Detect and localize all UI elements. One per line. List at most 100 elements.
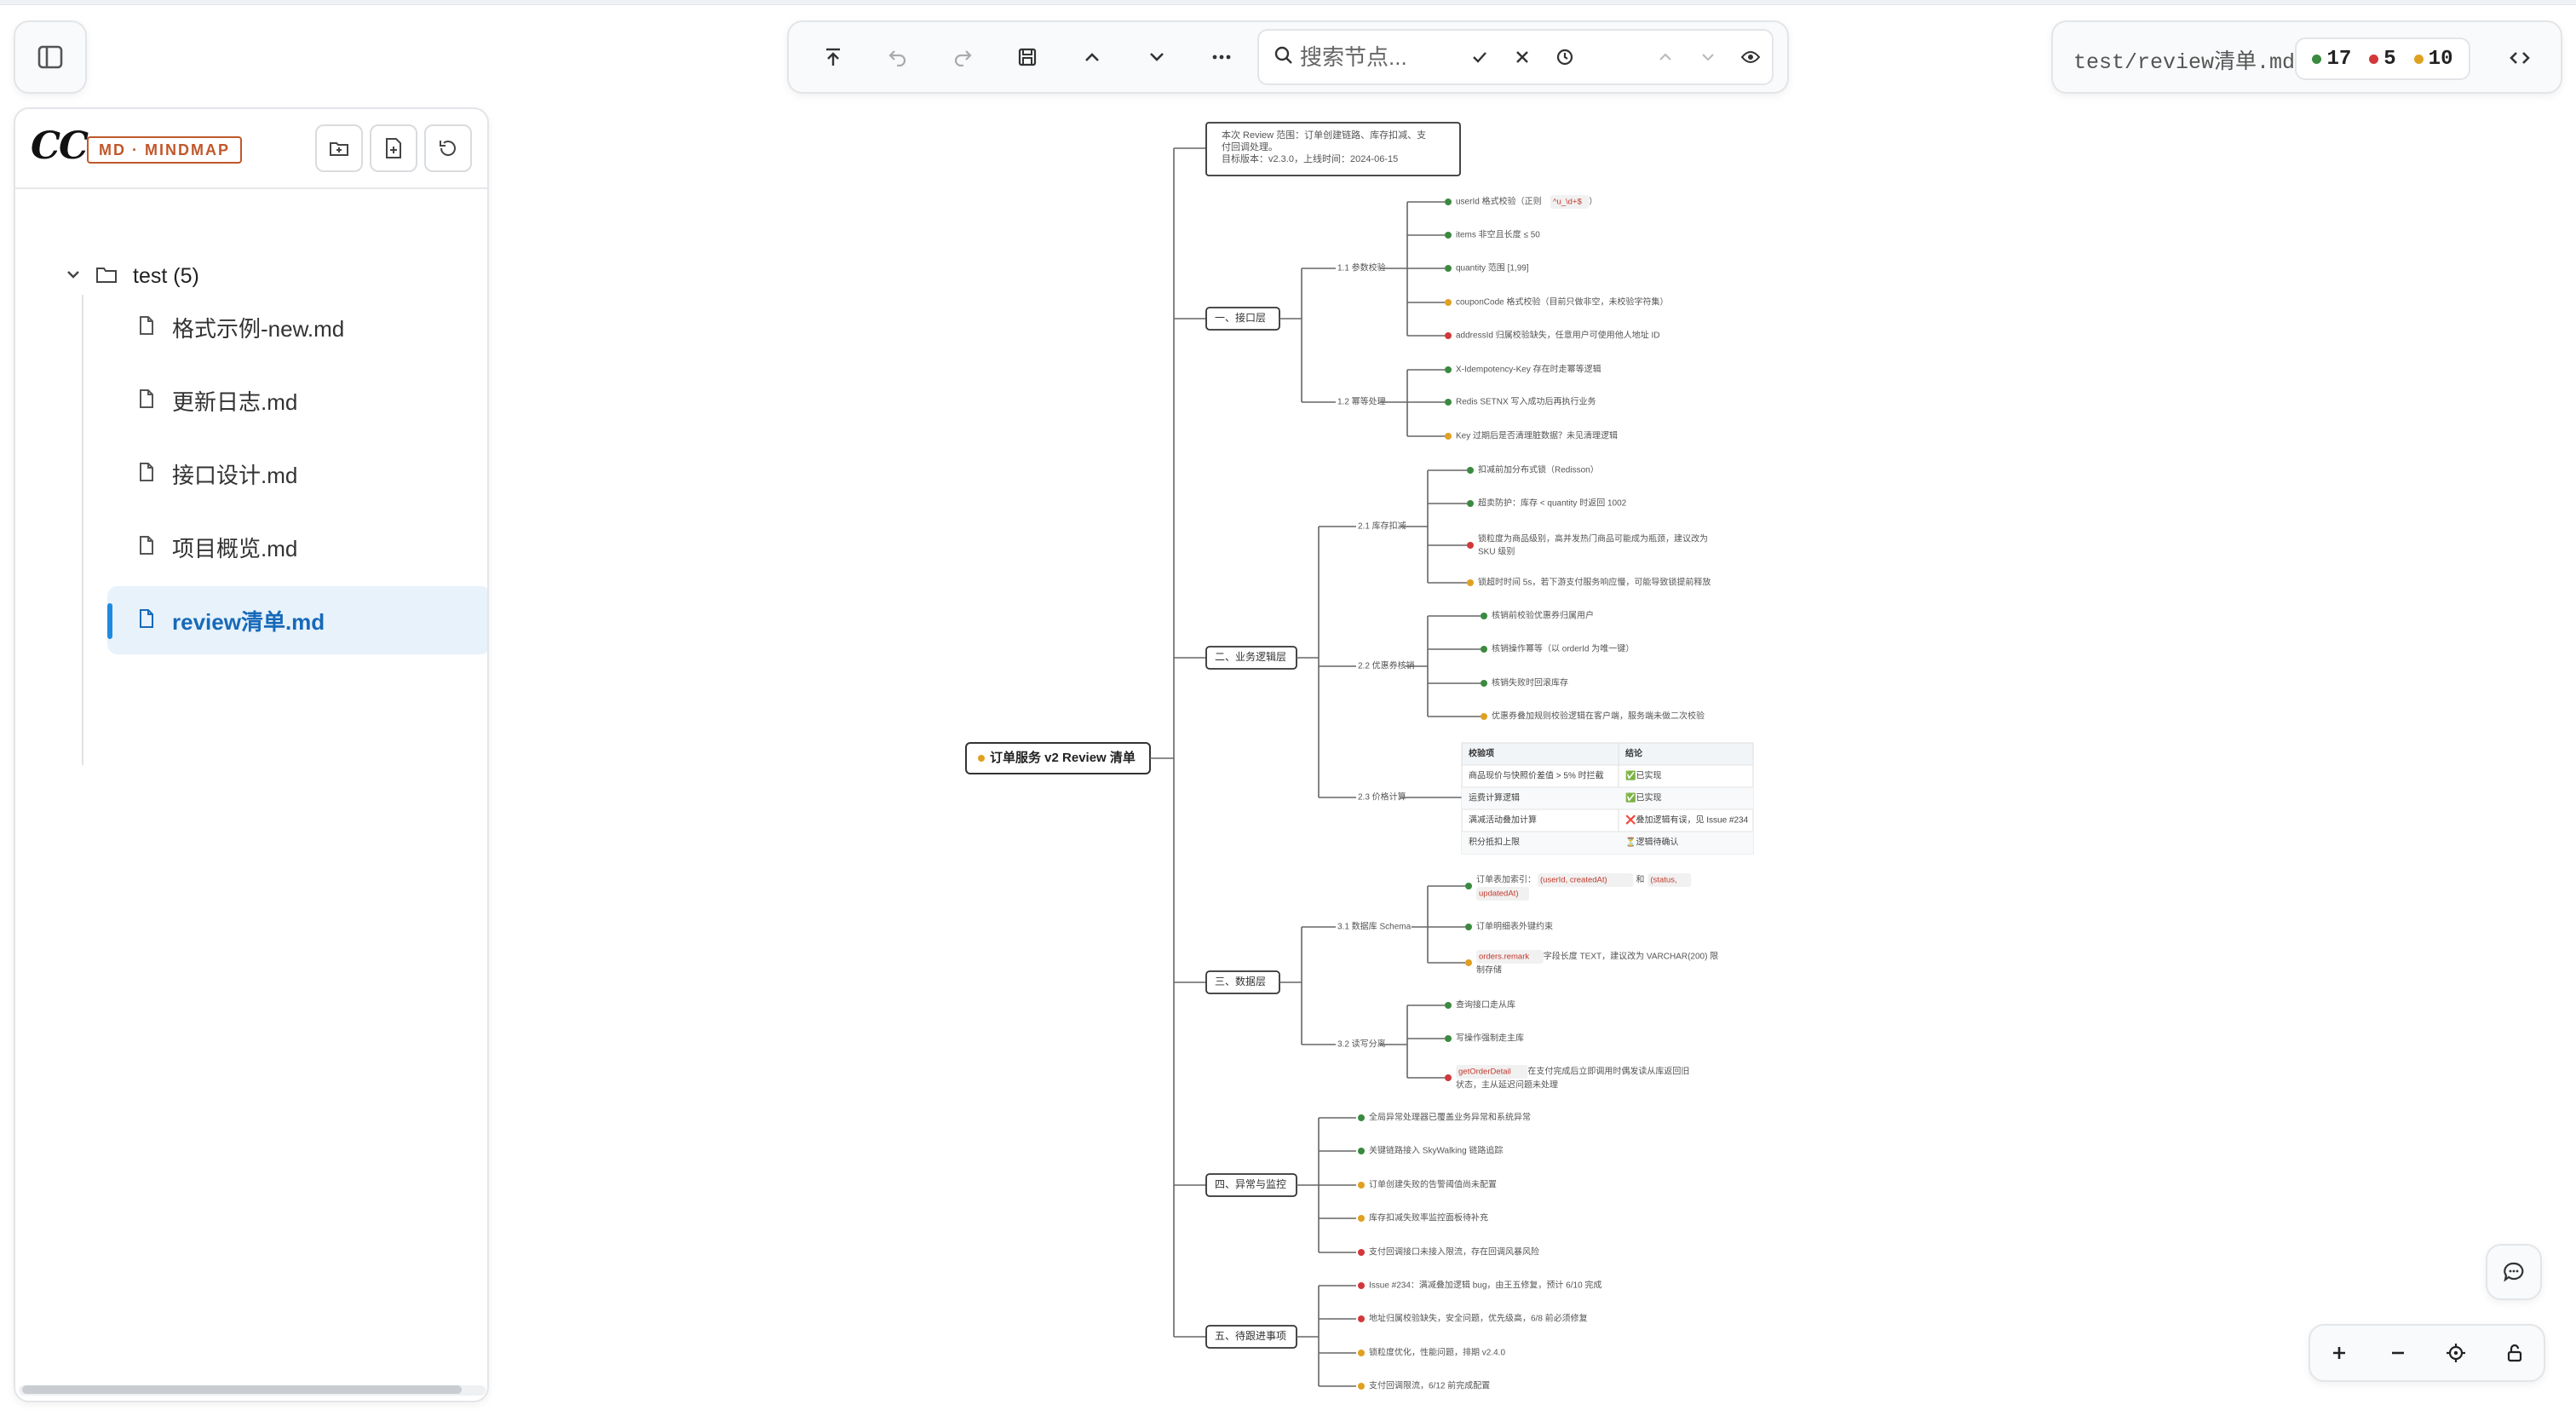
item-label: 支付回调接口未接入限流，存在回调风暴风险 [1369,1246,1539,1258]
status-dot-icon [1481,713,1487,720]
status-dot-icon [1358,1249,1365,1256]
item-label: 全局异常处理器已覆盖业务异常和系统异常 [1369,1112,1531,1123]
search-input[interactable] [1300,43,1436,71]
file-item[interactable]: 接口设计.md [107,440,487,508]
item-label: 支付回调限流，6/12 前完成配置 [1369,1380,1490,1391]
redo-button[interactable] [930,29,995,85]
table-cell: 满减活动叠加计算 [1469,814,1537,826]
status-dot-icon [1445,399,1452,406]
table-cell: 商品现价与快照价差值 > 5% 时拦截 [1469,770,1604,781]
zoom-in-button[interactable] [2314,1327,2365,1379]
file-icon [138,535,155,560]
status-dot-icon [1358,1148,1365,1154]
source-view-button[interactable] [2494,32,2545,83]
code-icon [2510,50,2530,66]
section-node [1205,307,1280,331]
file-name: 项目概览.md [172,535,298,561]
undo-button[interactable] [865,29,930,85]
app-logo: CC [31,124,89,168]
status-dot-icon [1445,1002,1452,1009]
table-cell: ✅已实现 [1625,770,1661,781]
folder-row-test[interactable]: test (5) [66,256,199,296]
zoom-out-button[interactable] [2372,1327,2424,1379]
next-match-button[interactable] [1687,32,1729,83]
group-label: 2.3 价格计算 [1358,791,1406,803]
save-button[interactable] [995,29,1060,85]
status-dot-icon [1445,299,1452,306]
red-dot-icon [2369,54,2379,64]
table-header: 结论 [1625,748,1643,759]
group-label: 3.2 读写分离 [1337,1039,1386,1050]
item-label: 核销操作幂等（以 orderId 为唯一键） [1492,643,1634,654]
search-history-button[interactable] [1544,32,1586,83]
item-label: 扣减前加分布式锁（Redisson） [1478,464,1599,475]
inline-code-bg [1538,873,1634,887]
chevron-down-icon [1149,52,1164,62]
inline-code: (status, [1650,876,1676,885]
lock-button[interactable] [2489,1327,2540,1379]
file-item[interactable]: 项目概览.md [107,513,487,581]
inline-code: ^u_\d+$ [1553,198,1582,207]
status-dot-icon [1358,1114,1365,1121]
item-label: 核销前校验优惠券归属用户 [1492,610,1594,621]
file-name: 更新日志.md [172,389,298,415]
file-icon [138,462,155,486]
new-folder-button[interactable] [315,124,363,172]
previous-match-button[interactable] [1644,32,1687,83]
status-dot-icon [1481,613,1487,619]
item-label: 优惠券叠加规则校验逻辑在客户端，服务端未做二次校验 [1492,711,1705,722]
status-dot-icon [1465,883,1472,889]
item-label: 库存扣减失败率监控面板待补充 [1369,1212,1488,1223]
section-label: 三、数据层 [1215,975,1266,987]
refresh-button[interactable] [424,124,472,172]
search-clear-button[interactable] [1501,32,1544,83]
highlight-toggle-button[interactable] [1729,32,1772,83]
item-label: quantity 范围 [1,99] [1456,262,1529,273]
table-cell: 运费计算逻辑 [1469,792,1520,803]
search-confirm-button[interactable] [1458,32,1501,83]
status-dot-icon [978,755,985,762]
refresh-icon [438,138,458,158]
file-item[interactable]: 格式示例-new.md [107,293,487,361]
item-label: items 非空且长度 ≤ 50 [1456,229,1540,240]
group-label: 2.2 优惠券核销 [1358,660,1415,671]
sidebar-toggle-button[interactable] [14,20,87,94]
document-status-bar: test/review清单.md 17 5 10 [2051,20,2562,94]
section-label: 五、待跟进事项 [1215,1330,1286,1342]
status-dot-icon [1445,199,1452,205]
chat-button[interactable] [2486,1244,2542,1300]
new-file-button[interactable] [370,124,417,172]
item-label: SKU 级别 [1478,547,1515,557]
fit-view-button[interactable] [2430,1327,2481,1379]
status-dot-icon [1467,579,1474,586]
table-row-bg [1462,787,1753,809]
inline-code: orders.remark [1479,953,1529,962]
section-label: 二、业务逻辑层 [1215,650,1286,663]
file-item-active[interactable]: review清单.md [107,586,487,654]
scroll-top-button[interactable] [801,29,865,85]
review-table [1461,742,1754,855]
yellow-dot-icon [2413,54,2424,64]
item-label: 状态，主从延迟问题未处理 [1456,1079,1558,1091]
scrollbar-thumb[interactable] [22,1385,462,1394]
status-dot-icon [1445,1074,1452,1081]
collapse-button[interactable] [1060,29,1124,85]
status-dot-icon [1467,500,1474,507]
editor-toolbar [787,20,1789,94]
more-button[interactable] [1189,29,1254,85]
item-label: Key 过期后是否清理脏数据？未见清理逻辑 [1456,430,1618,441]
item-label: 查询接口走从库 [1456,999,1515,1010]
expand-button[interactable] [1124,29,1189,85]
item-label: 关键链路接入 SkyWalking 链路追踪 [1369,1145,1503,1156]
status-dot-icon [1445,332,1452,339]
item-label: addressId 归属校验缺失，任意用户可使用他人地址 ID [1456,330,1659,341]
group-label: 3.1 数据库 Schema [1337,921,1412,932]
file-item[interactable]: 更新日志.md [107,366,487,435]
scope-note-line: 目标版本：v2.3.0，上线时间：2024-06-15 [1222,153,1398,164]
file-icon [138,315,155,340]
item-label: 和 [1636,875,1644,885]
status-dot-icon [1467,542,1474,549]
file-sidebar: CC MD · MINDMAP test (5) 格式示例-new.md 更新日… [14,107,489,1402]
inline-code-bg [1550,195,1590,209]
item-label: 写操作强制走主库 [1456,1033,1524,1044]
